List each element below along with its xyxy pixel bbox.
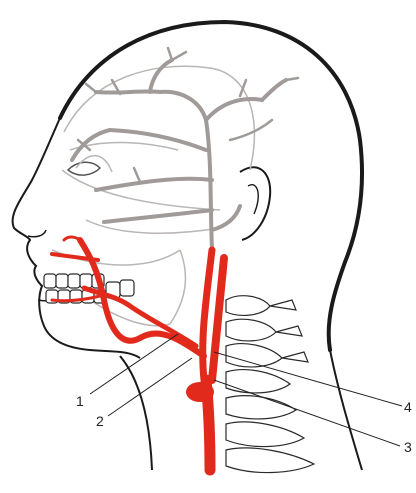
cervical-spine	[226, 296, 314, 473]
label-3: 3	[404, 440, 412, 454]
carotid-bulb	[186, 382, 214, 402]
nostril	[28, 230, 46, 237]
label-2: 2	[96, 414, 104, 428]
red-arteries	[52, 237, 224, 470]
neck-front-line	[120, 356, 152, 470]
ear-inner	[248, 185, 258, 214]
leader-line-2	[108, 358, 192, 416]
facial-branch	[64, 237, 80, 240]
ear	[240, 167, 270, 240]
label-4: 4	[404, 400, 412, 414]
label-1: 1	[76, 394, 84, 408]
internal-carotid-artery	[212, 258, 224, 380]
eye	[68, 162, 100, 175]
neck-back-line	[330, 350, 362, 470]
grey-branches-thin	[78, 48, 298, 182]
